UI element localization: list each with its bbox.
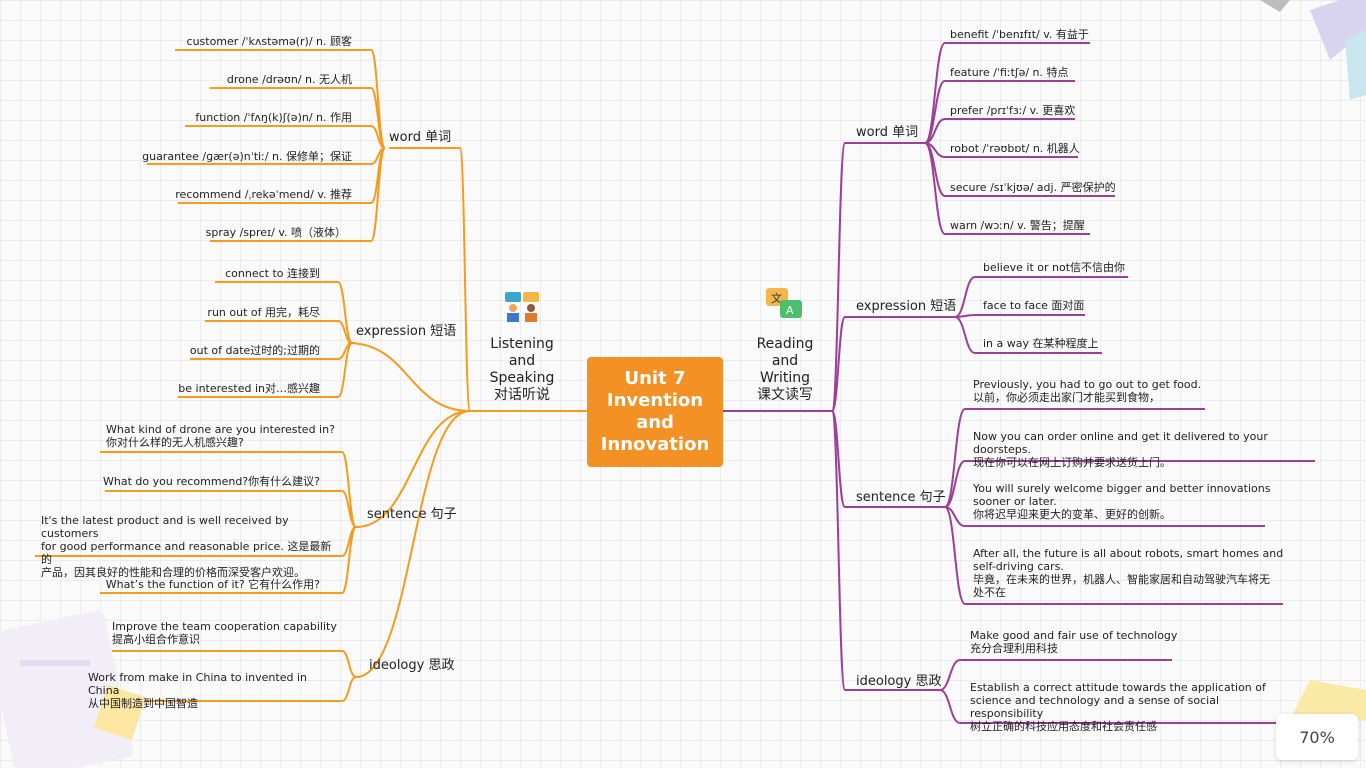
leaf-expression-inaway[interactable]: in a way 在某种程度上: [983, 337, 1099, 350]
right-leaf-connector-3-1: [939, 689, 961, 724]
leaf-expression-connect[interactable]: connect to 连接到: [225, 267, 320, 280]
leaf-expression-face[interactable]: face to face 面对面: [983, 299, 1085, 312]
left-leaf-connector-2-1: [341, 490, 357, 528]
leaf-ideology-1[interactable]: Improve the team cooperation capability …: [112, 620, 337, 646]
left-branch-line-0: [459, 147, 471, 412]
leaf-sentence-3[interactable]: It's the latest product and is well rece…: [41, 514, 332, 579]
left-leaf-connector-3-0: [341, 650, 357, 678]
right-branch-word[interactable]: word 单词: [856, 125, 919, 140]
leaf-expression-interested[interactable]: be interested in对…感兴趣: [178, 382, 320, 395]
people-talking-icon: [505, 292, 539, 322]
left-branch-line-1: [347, 342, 471, 412]
leaf-word-secure[interactable]: secure /sɪˈkjʊə/ adj. 严密保护的: [950, 181, 1116, 194]
central-topic[interactable]: Unit 7 Invention and Innovation: [587, 357, 723, 467]
sticky-note-decoration-icon: [1290, 680, 1366, 720]
right-leaf-connector-0-0: [924, 42, 946, 144]
left-leaf-connector-1-3: [337, 342, 353, 398]
leaf-word-guarantee[interactable]: guarantee /ɡær(ə)nˈtiː/ n. 保修单；保证: [142, 150, 352, 163]
svg-text:文: 文: [771, 291, 782, 305]
right-leaf-connector-0-5: [924, 142, 946, 235]
leaf-expression-runout[interactable]: run out of 用完，耗尽: [207, 306, 320, 319]
right-leaf-connector-2-1: [944, 460, 966, 508]
central-topic-title: Unit 7 Invention and Innovation: [600, 368, 710, 455]
leaf-sentence-r3[interactable]: You will surely welcome bigger and bette…: [973, 482, 1271, 521]
right-branch-expression[interactable]: expression 短语: [856, 299, 957, 314]
left-leaf-connector-2-0: [341, 451, 357, 528]
left-branch-line-2: [355, 410, 471, 528]
leaf-word-benefit[interactable]: benefit /ˈbenɪfɪt/ v. 有益于: [950, 28, 1089, 41]
right-branch-line-0: [831, 142, 846, 412]
translate-icon: 文 A: [766, 288, 802, 318]
left-branch-expression[interactable]: expression 短语: [356, 324, 457, 339]
right-leaf-connector-1-0: [954, 276, 976, 318]
left-branch-ideology[interactable]: ideology 思政: [369, 658, 455, 673]
leaf-word-warn[interactable]: warn /wɔːn/ v. 警告；提醒: [950, 219, 1085, 232]
notebook-decoration-icon: [0, 610, 146, 768]
right-leaf-connector-1-2: [954, 316, 976, 354]
right-branch-line-2: [831, 410, 846, 508]
leaf-word-recommend[interactable]: recommend /ˌrekəˈmend/ v. 推荐: [175, 188, 352, 201]
left-leaf-connector-2-3: [341, 526, 357, 594]
left-branch-word[interactable]: word 单词: [389, 130, 452, 145]
left-leaf-connector-0-5: [370, 147, 386, 242]
leaf-ideology-r1[interactable]: Make good and fair use of technology 充分合…: [970, 629, 1178, 655]
leaf-expression-outofdate[interactable]: out of date过时的;过期的: [189, 344, 320, 357]
leaf-ideology-r2[interactable]: Establish a correct attitude towards the…: [970, 681, 1266, 733]
right-leaf-connector-2-0: [944, 408, 966, 508]
left-branch-line-3: [355, 410, 471, 678]
leaf-ideology-2[interactable]: Work from make in China to invented in C…: [88, 671, 307, 710]
leaf-sentence-4[interactable]: What’s the function of it? 它有什么作用?: [105, 578, 320, 591]
leaf-word-feature[interactable]: feature /ˈfiːtʃə/ n. 特点: [950, 66, 1069, 79]
right-branch-line-1: [831, 316, 846, 412]
leaf-sentence-2[interactable]: What do you recommend?你有什么建议?: [103, 475, 320, 488]
listening-speaking-topic[interactable]: Listening and Speaking 对话听说: [489, 336, 555, 403]
leaf-word-robot[interactable]: robot /ˈrəʊbɒt/ n. 机器人: [950, 142, 1080, 155]
pencil-decoration-icon: [1260, 0, 1366, 100]
right-branch-ideology[interactable]: ideology 思政: [856, 674, 942, 689]
left-leaf-connector-3-1: [341, 676, 357, 702]
zoom-level[interactable]: 70%: [1276, 714, 1358, 760]
left-leaf-connector-0-0: [370, 49, 386, 149]
right-leaf-connector-3-0: [939, 659, 961, 691]
leaf-sentence-r1[interactable]: Previously, you had to go out to get foo…: [973, 378, 1202, 404]
leaf-word-function[interactable]: function /ˈfʌŋ(k)ʃ(ə)n/ n. 作用: [195, 111, 352, 124]
leaf-word-drone[interactable]: drone /drəʊn/ n. 无人机: [226, 73, 352, 86]
leaf-word-spray[interactable]: spray /spreɪ/ v. 喷（液体）: [205, 226, 346, 239]
leaf-expression-believe[interactable]: believe it or not信不信由你: [983, 261, 1126, 274]
left-branch-sentence[interactable]: sentence 句子: [367, 507, 457, 522]
leaf-word-prefer[interactable]: prefer /prɪˈfɜː/ v. 更喜欢: [950, 104, 1076, 117]
svg-text:A: A: [786, 304, 794, 317]
right-leaf-connector-2-3: [944, 506, 966, 605]
leaf-word-customer[interactable]: customer /ˈkʌstəmə(r)/ n. 顾客: [186, 35, 352, 48]
leaf-sentence-r4[interactable]: After all, the future is all about robot…: [973, 547, 1284, 599]
right-branch-line-3: [831, 410, 846, 691]
right-branch-sentence[interactable]: sentence 句子: [856, 490, 946, 505]
reading-writing-topic[interactable]: Reading and Writing 课文读写: [756, 336, 814, 403]
leaf-sentence-1[interactable]: What kind of drone are you interested in…: [106, 423, 335, 449]
leaf-sentence-r2[interactable]: Now you can order online and get it deli…: [973, 430, 1268, 469]
